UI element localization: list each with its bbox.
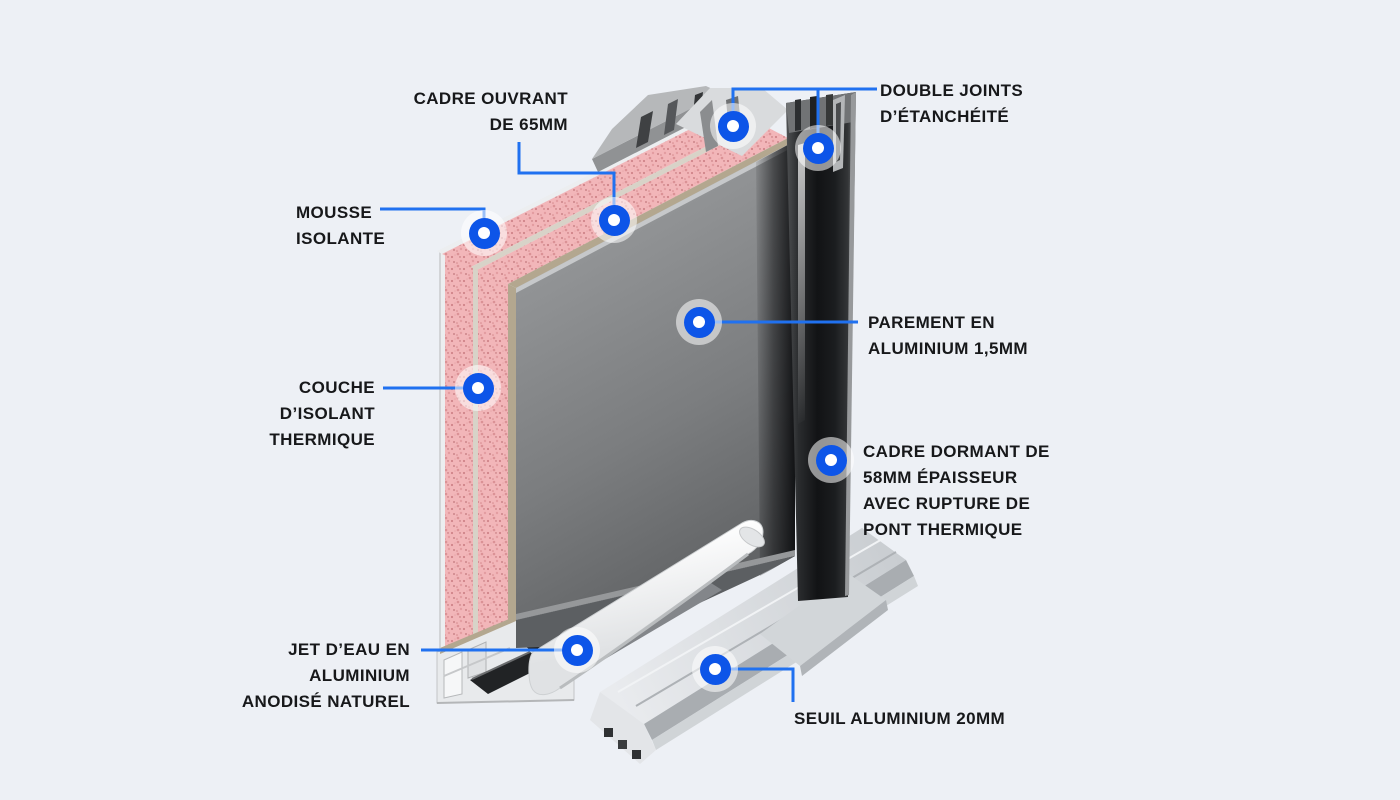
callout-line: THERMIQUE — [269, 430, 375, 449]
callout-mousse-isolante: MOUSSE ISOLANTE — [296, 200, 385, 252]
marker-dot — [727, 120, 739, 132]
left-foam-strip — [439, 251, 516, 654]
leader-cadre-ouvrant — [517, 142, 616, 219]
jet-eau-endcap — [739, 526, 765, 548]
marker-mousse-isolante — [461, 210, 507, 256]
callout-seuil: SEUIL ALUMINIUM 20MM — [794, 706, 1005, 732]
marker-cadre-ouvrant — [591, 197, 637, 243]
top-foam-band — [437, 106, 795, 288]
sill-chamber — [618, 740, 627, 749]
marker-ring — [802, 132, 834, 164]
marker-dot — [608, 214, 620, 226]
callout-jet-eau: JET D’EAU EN ALUMINIUM ANODISÉ NATUREL — [242, 637, 410, 715]
marker-ring — [815, 444, 847, 476]
marker-dot — [709, 663, 721, 675]
skin-tan — [508, 284, 516, 623]
panel-top-chamfer — [516, 141, 795, 293]
marker-jet-eau — [554, 627, 600, 673]
marker-couche-isolant — [455, 365, 501, 411]
marker-seuil-aluminium — [692, 646, 738, 692]
foam-column — [478, 270, 508, 636]
foam-band — [477, 124, 788, 284]
callout-line: SEUIL ALUMINIUM 20MM — [794, 709, 1006, 728]
rail-seal-dark — [470, 652, 548, 694]
callout-line: ISOLANTE — [296, 229, 386, 248]
marker-dot — [812, 142, 824, 154]
sill-chamber — [604, 728, 613, 737]
dormant-fin — [810, 96, 817, 129]
rail-chamber — [443, 651, 463, 699]
base-plate-top — [760, 572, 886, 666]
marker-parement-aluminium — [676, 299, 722, 345]
dormant-fin — [826, 94, 833, 126]
sill-chamber — [632, 750, 641, 759]
foam-divider — [473, 267, 478, 638]
callout-cadre-dormant: CADRE DORMANT DE 58MM ÉPAISSEUR AVEC RUP… — [863, 439, 1050, 543]
callout-line: D’ISOLANT — [279, 404, 375, 423]
callout-couche-isolant: COUCHE D’ISOLANT THERMIQUE — [269, 375, 375, 453]
callout-line: DOUBLE JOINTS — [880, 81, 1024, 100]
marker-dot — [478, 227, 490, 239]
callout-line: PONT THERMIQUE — [863, 520, 1023, 539]
marker-ring — [468, 217, 500, 249]
marker-double-joints-2 — [795, 125, 841, 171]
marker-dot — [825, 454, 837, 466]
dormant-fin — [795, 99, 801, 131]
panel-face — [516, 141, 795, 620]
head-slot — [664, 99, 678, 135]
callout-line: MOUSSE — [296, 203, 373, 222]
callout-double-joints: DOUBLE JOINTS D’ÉTANCHÉITÉ — [880, 78, 1023, 130]
rail-seal-highlight — [471, 651, 531, 680]
foam-column — [445, 254, 473, 650]
callout-line: DE 65MM — [489, 115, 568, 134]
callout-line: AVEC RUPTURE DE — [863, 494, 1031, 513]
jet-eau-underside — [559, 552, 749, 690]
callout-line: CADRE OUVRANT — [413, 89, 568, 108]
marker-ring — [683, 306, 715, 338]
marker-ring — [598, 204, 630, 236]
marker-double-joints-1 — [710, 103, 756, 149]
leader-seuil — [715, 667, 795, 702]
rail-bottom-edge — [436, 699, 575, 704]
callout-cadre-ouvrant: CADRE OUVRANT DE 65MM — [414, 86, 568, 138]
callout-line: ANODISÉ NATUREL — [241, 692, 410, 711]
callout-line: ALUMINIUM 1,5MM — [868, 339, 1028, 358]
head-sloped-face — [592, 86, 721, 159]
marker-ring — [561, 634, 593, 666]
marker-dot — [571, 644, 583, 656]
dormant-base-plate — [760, 572, 888, 676]
callout-line: CADRE DORMANT DE — [863, 442, 1050, 461]
callout-line: PAREMENT EN — [868, 313, 995, 332]
callout-parement: PAREMENT EN ALUMINIUM 1,5MM — [868, 310, 1028, 362]
callout-line: COUCHE — [298, 378, 375, 397]
skin-tan — [508, 138, 795, 288]
foam-band — [442, 108, 756, 267]
marker-ring — [699, 653, 731, 685]
base-plate-edge — [800, 600, 888, 676]
marker-ring — [462, 372, 494, 404]
callout-line: D’ÉTANCHÉITÉ — [880, 107, 1010, 126]
skin-white — [437, 106, 732, 254]
marker-dot — [693, 316, 705, 328]
aluminium-panel — [516, 141, 795, 620]
marker-cadre-dormant — [808, 437, 854, 483]
panel-dark-edge — [756, 141, 795, 576]
rail-shelf — [443, 647, 511, 677]
callout-line: 58MM ÉPAISSEUR — [863, 468, 1018, 487]
foam-bottom-skin — [440, 616, 516, 654]
skin-white — [440, 251, 445, 652]
marker-dot — [472, 382, 484, 394]
sill-cut-end — [590, 692, 656, 764]
foam-divider — [471, 121, 761, 270]
marker-ring — [717, 110, 749, 142]
head-slot — [636, 111, 653, 148]
callout-line: ALUMINIUM — [309, 666, 410, 685]
dormant-highlight — [798, 143, 805, 424]
callout-line: JET D’EAU EN — [288, 640, 410, 659]
